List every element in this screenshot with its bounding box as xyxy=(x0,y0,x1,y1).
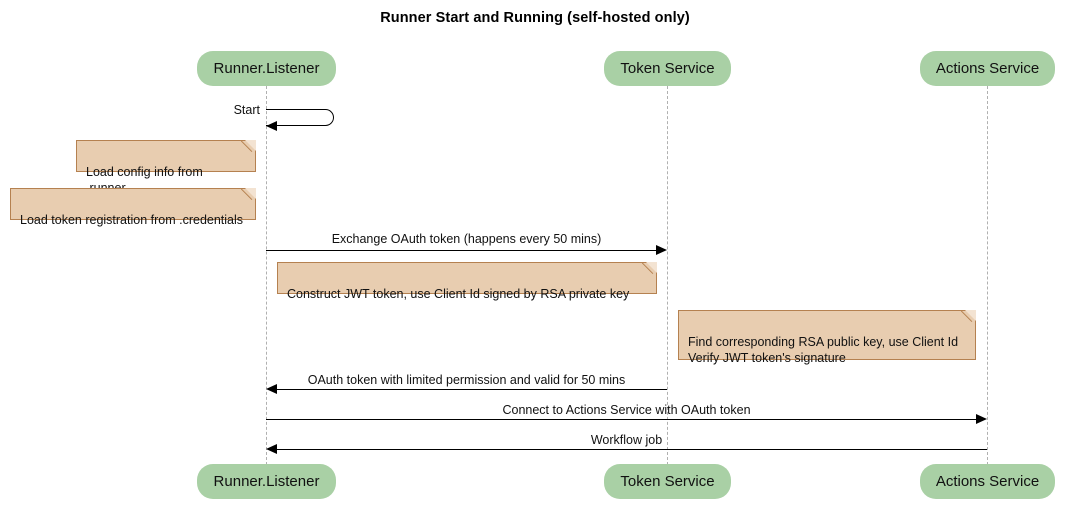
message-label-workflow-job: Workflow job xyxy=(590,433,663,447)
participant-token-service-top[interactable]: Token Service xyxy=(604,51,731,86)
message-arrowhead-start xyxy=(266,121,277,131)
participant-runner-listener-bottom[interactable]: Runner.Listener xyxy=(197,464,336,499)
note-load-config: Load config info from .runner xyxy=(76,140,256,195)
participant-runner-listener-top[interactable]: Runner.Listener xyxy=(197,51,336,86)
participant-token-service-bottom[interactable]: Token Service xyxy=(604,464,731,499)
message-label-connect-actions-service: Connect to Actions Service with OAuth to… xyxy=(502,403,751,417)
note-fold-line-icon xyxy=(961,310,976,325)
note-verify-jwt: Find corresponding RSA public key, use C… xyxy=(678,310,976,365)
note-text: Load token registration from .credential… xyxy=(20,213,244,227)
message-line-workflow-job xyxy=(277,449,987,450)
message-label-start: Start xyxy=(233,103,260,117)
participant-actions-service-top[interactable]: Actions Service xyxy=(920,51,1055,86)
note-fold-line-icon xyxy=(642,262,657,277)
note-text: Find corresponding RSA public key, use C… xyxy=(688,335,959,365)
participant-actions-service-bottom[interactable]: Actions Service xyxy=(920,464,1055,499)
participant-label: Token Service xyxy=(620,60,715,77)
message-label-exchange-oauth-token: Exchange OAuth token (happens every 50 m… xyxy=(331,232,602,246)
note-text: Construct JWT token, use Client Id signe… xyxy=(287,287,630,301)
participant-label: Actions Service xyxy=(935,60,1040,77)
note-load-token-registration: Load token registration from .credential… xyxy=(10,188,256,227)
message-arrowhead-oauth-token-reply xyxy=(266,384,277,394)
message-self-loop-start xyxy=(266,109,334,126)
message-line-oauth-token-reply xyxy=(277,389,667,390)
participant-label: Token Service xyxy=(620,473,715,490)
participant-label: Runner.Listener xyxy=(213,60,320,77)
message-arrowhead-connect-actions-service xyxy=(976,414,987,424)
message-line-connect-actions-service xyxy=(266,419,976,420)
note-fold-line-icon xyxy=(241,140,256,155)
participant-label: Actions Service xyxy=(935,473,1040,490)
lifeline-token-service xyxy=(667,86,668,465)
diagram-title: Runner Start and Running (self-hosted on… xyxy=(380,10,690,26)
message-line-exchange-oauth-token xyxy=(266,250,656,251)
participant-label: Runner.Listener xyxy=(213,473,320,490)
note-fold-line-icon xyxy=(241,188,256,203)
lifeline-runner-listener xyxy=(266,86,267,465)
message-arrowhead-exchange-oauth-token xyxy=(656,245,667,255)
message-arrowhead-workflow-job xyxy=(266,444,277,454)
message-label-oauth-token-reply: OAuth token with limited permission and … xyxy=(307,373,626,387)
note-construct-jwt: Construct JWT token, use Client Id signe… xyxy=(277,262,657,301)
lifeline-actions-service xyxy=(987,86,988,465)
